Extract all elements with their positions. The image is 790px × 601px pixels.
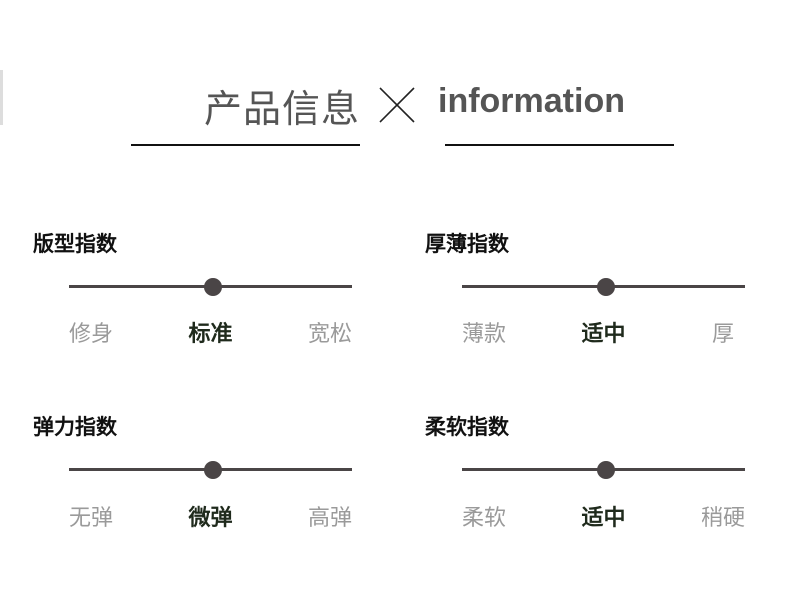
index-option-selected: 适中: [581, 322, 626, 347]
index-option: 修身: [68, 322, 114, 347]
index-knob: [203, 461, 222, 479]
index-title: 柔软指数: [425, 415, 509, 439]
index-knob: [596, 278, 615, 296]
index-option-selected: 微弹: [188, 506, 233, 531]
index-option: 宽松: [307, 322, 353, 347]
index-title: 厚薄指数: [425, 232, 509, 256]
index-option-selected: 适中: [581, 506, 626, 531]
title-chinese: 产品信息: [203, 87, 360, 131]
left-edge-decoration: [0, 70, 3, 125]
index-title: 版型指数: [33, 232, 117, 256]
title-underline-right: [445, 144, 674, 146]
index-option: 稍硬: [700, 506, 746, 531]
index-option: 高弹: [307, 506, 353, 531]
index-knob: [203, 278, 222, 296]
title-underline-left: [131, 144, 360, 146]
index-option-selected: 标准: [188, 322, 233, 347]
cross-icon: [379, 87, 415, 123]
index-option: 厚: [711, 322, 735, 347]
index-option: 柔软: [461, 506, 507, 531]
index-option: 无弹: [68, 506, 114, 531]
index-knob: [596, 461, 615, 479]
index-option: 薄款: [461, 322, 507, 347]
index-title: 弹力指数: [33, 415, 117, 439]
title-english: information: [438, 82, 625, 120]
